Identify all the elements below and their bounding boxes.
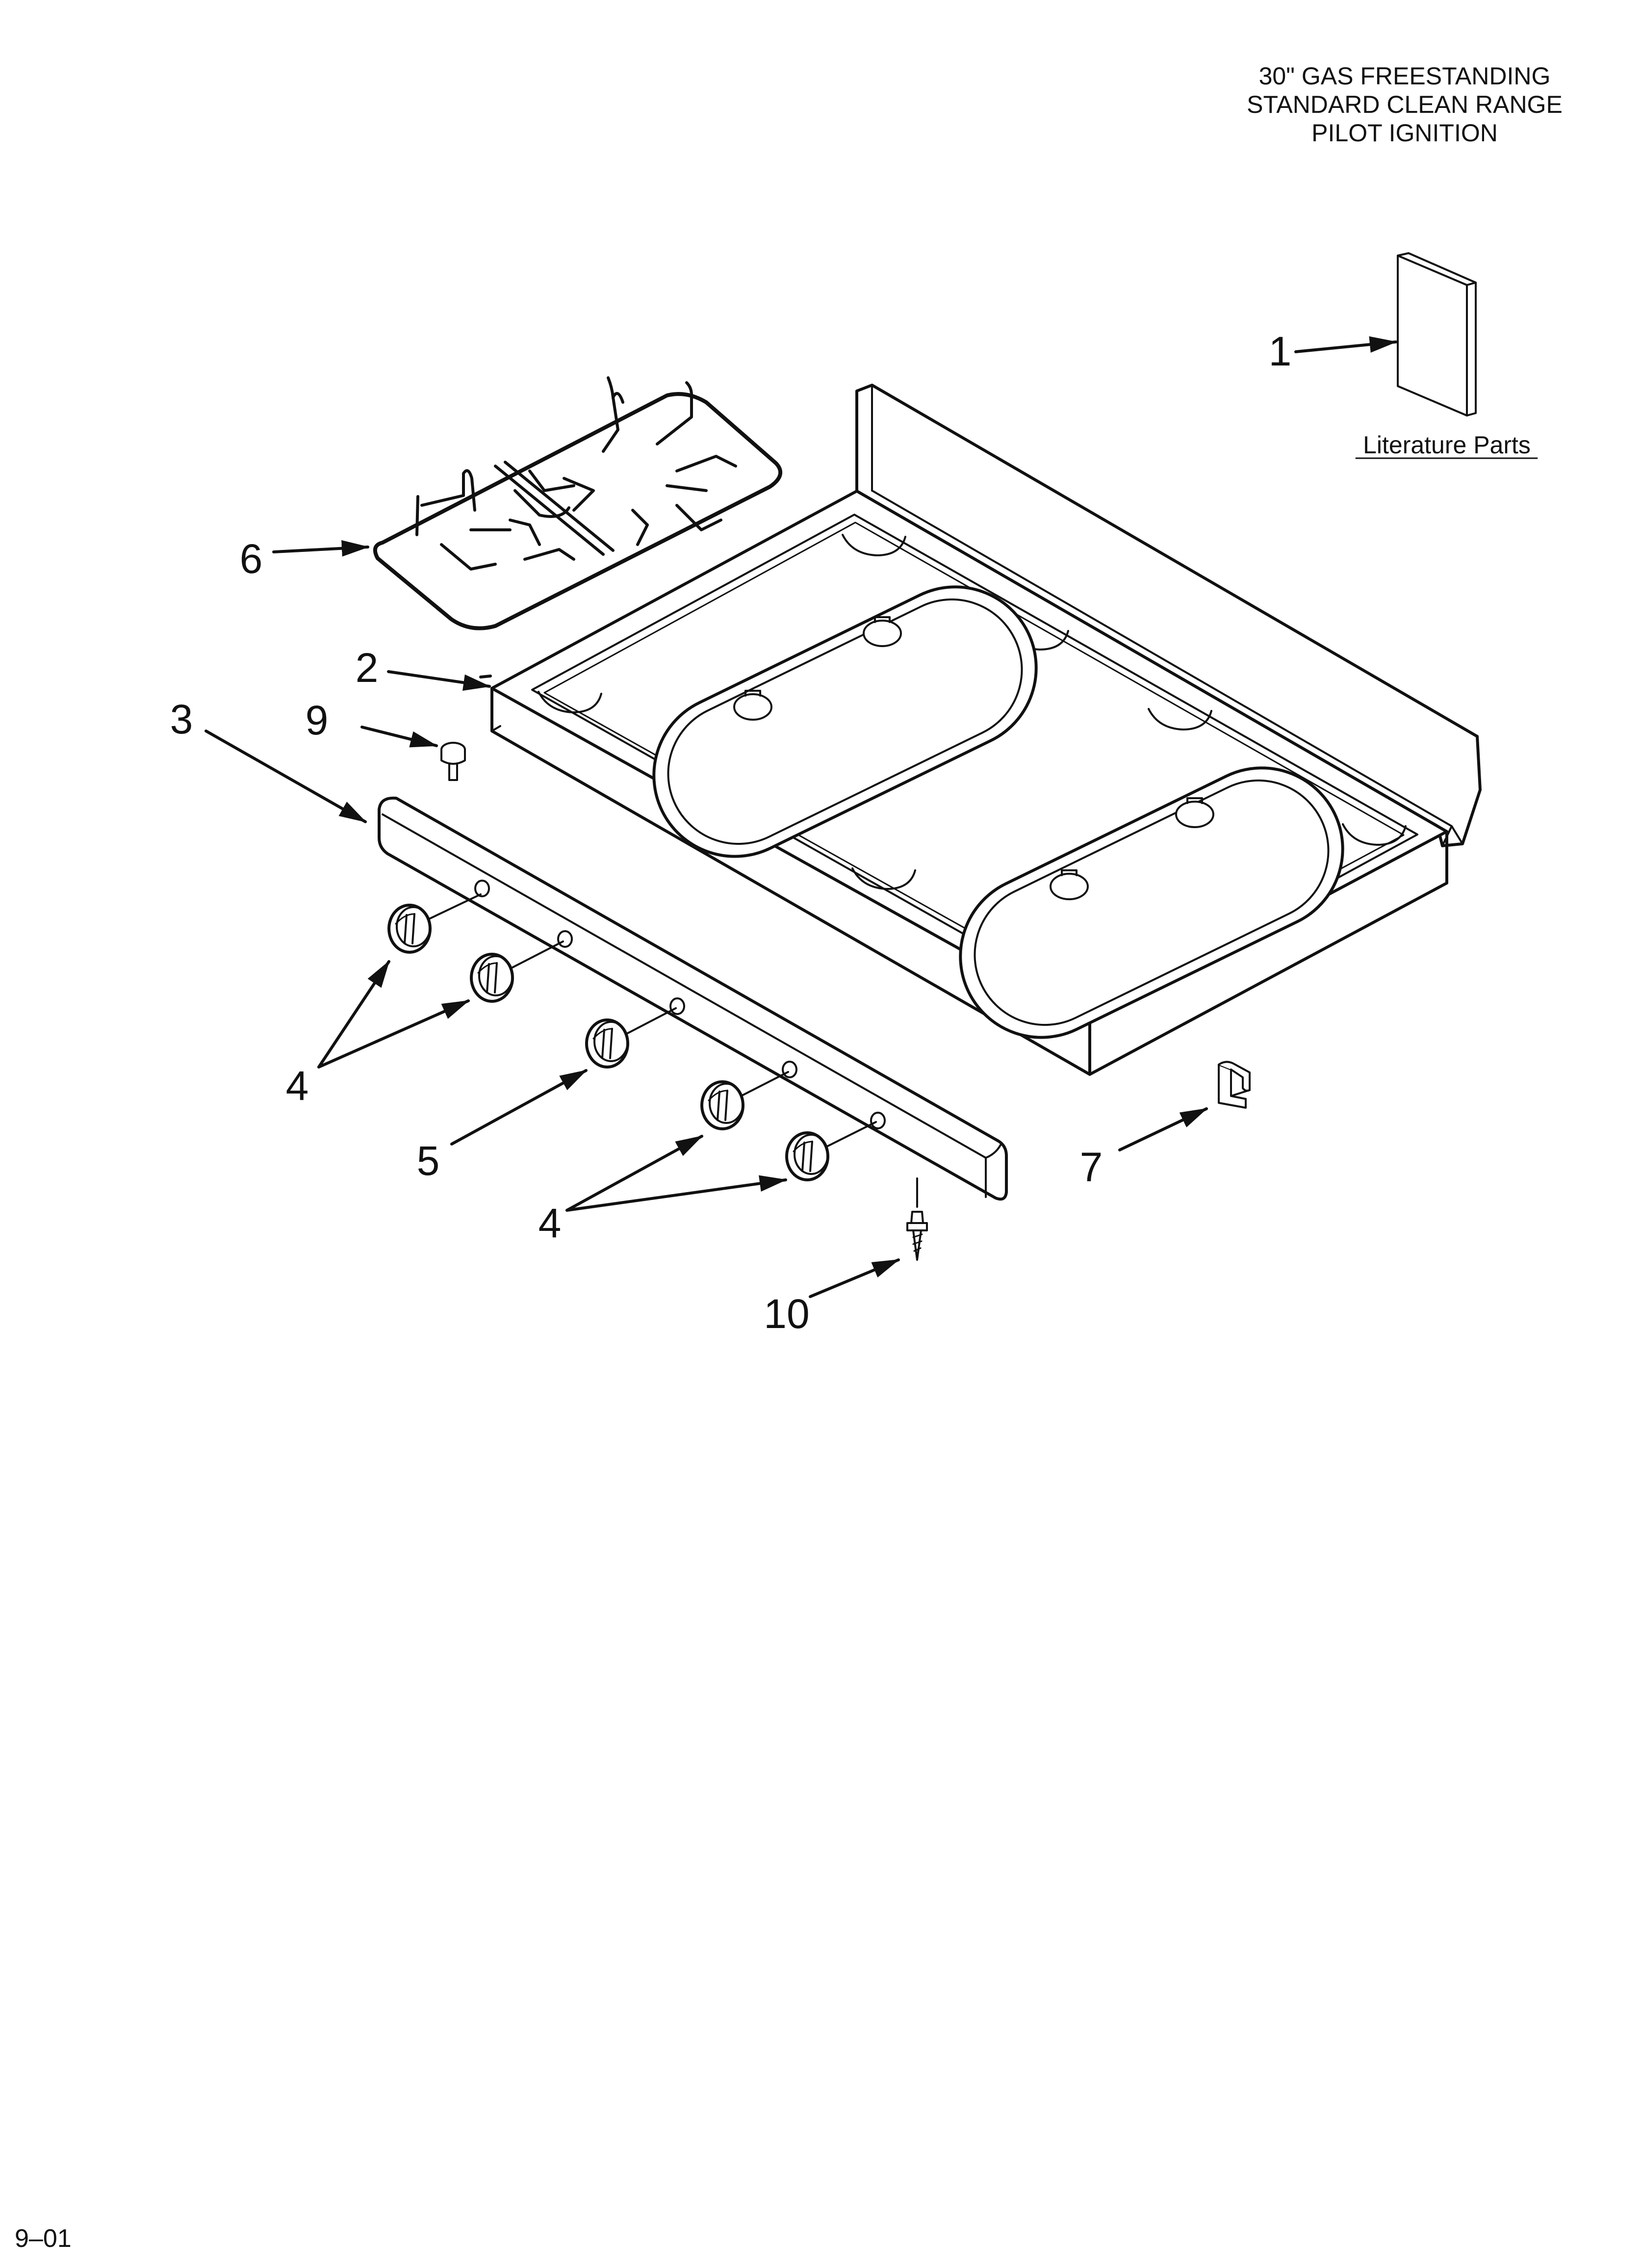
callout-1: 1: [1269, 328, 1292, 374]
knob-5: [785, 1121, 877, 1181]
literature-parts-label: Literature Parts: [1363, 431, 1531, 459]
title-line-2: STANDARD CLEAN RANGE: [1247, 91, 1563, 118]
title-line-1: 30" GAS FREESTANDING: [1259, 62, 1551, 90]
knob-2: [470, 940, 564, 1003]
cooktop: [490, 384, 1482, 1076]
callout-10: 10: [764, 1291, 809, 1337]
callout-3: 3: [170, 696, 193, 742]
control-panel-strip: [378, 796, 1008, 1201]
literature-booklet: Literature Parts: [1355, 252, 1538, 459]
screw-part-9: [440, 742, 466, 781]
callout-9: 9: [306, 697, 329, 743]
screw-part-10: [906, 1177, 928, 1261]
callout-6: 6: [240, 536, 263, 582]
knob-1: [387, 893, 482, 954]
burner-pan-front: [959, 766, 1344, 1039]
knob-3: [585, 1007, 677, 1069]
callout-numbers: 1 2 3 4 5 4 6 7 9 10: [170, 328, 1292, 1337]
callout-5: 5: [417, 1138, 440, 1184]
callout-4-upper: 4: [286, 1063, 309, 1109]
date-code: 9–01: [15, 2224, 72, 2253]
leader-lines: [205, 336, 1397, 1298]
title-line-3: PILOT IGNITION: [1311, 119, 1498, 147]
knob-4: [700, 1071, 789, 1130]
clip-part-7: [1218, 1061, 1251, 1109]
burner-grate: [373, 376, 782, 630]
callout-4-lower: 4: [539, 1200, 562, 1246]
control-knobs: [387, 893, 877, 1181]
title-block: 30" GAS FREESTANDING STANDARD CLEAN RANG…: [1247, 62, 1563, 147]
callout-2: 2: [356, 645, 379, 691]
burner-pan-rear: [652, 585, 1038, 858]
callout-7: 7: [1080, 1144, 1103, 1190]
